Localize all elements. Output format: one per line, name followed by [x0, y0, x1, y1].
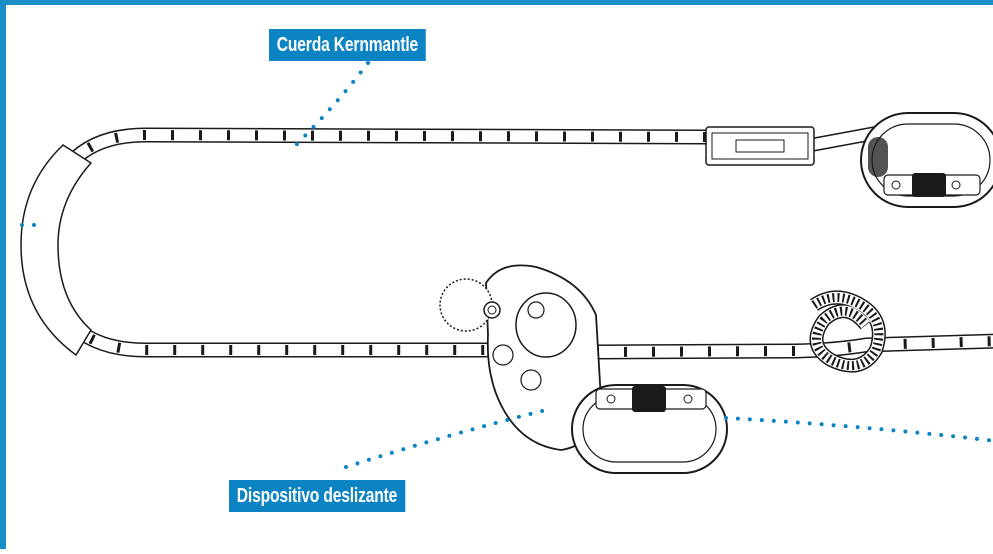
device-leader-line: [344, 408, 548, 469]
bottom-carabiner-icon: [571, 384, 728, 474]
top-carabiner-icon: [860, 112, 993, 208]
diagram-artwork: [12, 61, 993, 474]
protective-sleeve-icon: [20, 144, 93, 357]
carabiner-leader-line: [724, 416, 993, 443]
rope-splice: [705, 126, 815, 166]
knot-icon: [809, 290, 886, 373]
leader-lines: [12, 61, 993, 469]
device-callout-label: Dispositivo deslizante: [229, 480, 406, 512]
rope-leader-line: [294, 61, 370, 147]
rope-callout-label: Cuerda Kernmantle: [269, 29, 426, 61]
